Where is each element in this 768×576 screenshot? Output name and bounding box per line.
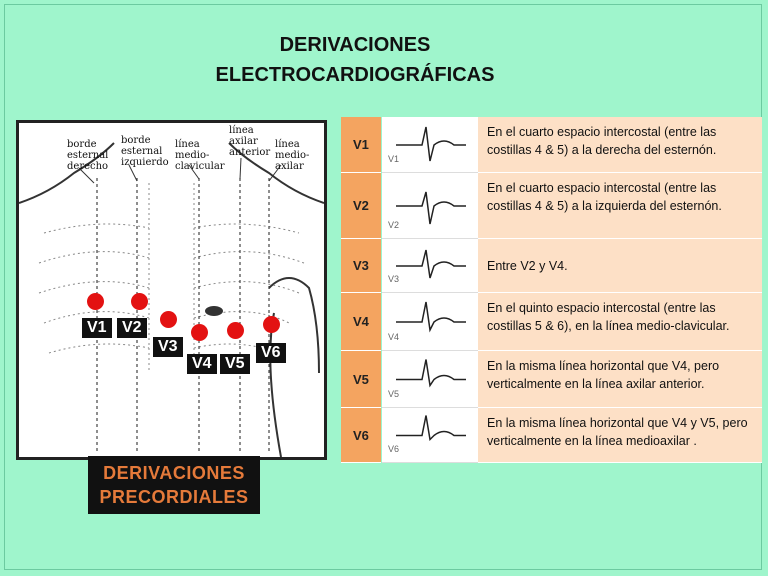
ecg-lead-label: V2 (388, 220, 400, 230)
electrode-v2-dot (131, 293, 148, 310)
ecg-lead-label: V5 (388, 389, 400, 399)
ecg-waveform-icon (396, 249, 466, 279)
ecg-waveform-path (396, 415, 466, 442)
lead-placement-description: En el cuarto espacio intercostal (entre … (478, 173, 762, 239)
electrode-v6-label: V6 (256, 343, 286, 363)
lead-name-cell: V1 (341, 117, 381, 173)
lead-name-cell: V6 (341, 408, 381, 463)
caption-line-1: DERIVACIONES (103, 463, 245, 483)
ecg-waveform-path (396, 359, 466, 388)
ecg-trace-cell: V3 (382, 239, 478, 293)
lead-placement-description: Entre V2 y V4. (478, 239, 762, 293)
slide-title: DERIVACIONES ELECTROCARDIOGRÁFICAS (150, 30, 560, 90)
lead-name-cell: V5 (341, 351, 381, 408)
ecg-waveform-icon (396, 359, 466, 388)
lead-name-cell: V3 (341, 239, 381, 293)
electrode-v3-dot (160, 311, 177, 328)
ecg-trace-cell: V5 (382, 351, 478, 408)
ecg-waveform-path (396, 249, 466, 279)
lead-placement-description: En la misma línea horizontal que V4 y V5… (478, 408, 762, 463)
caption-line-2: PRECORDIALES (99, 487, 249, 507)
electrode-v3-label: V3 (153, 337, 183, 357)
chest-outline (19, 142, 324, 457)
lead-name-cell: V4 (341, 293, 381, 351)
electrode-v1-dot (87, 293, 104, 310)
electrode-v4-dot (191, 324, 208, 341)
ecg-waveform-icon (396, 191, 466, 225)
ecg-trace-cell: V1 (382, 117, 478, 173)
ecg-lead-label: V6 (388, 444, 400, 454)
title-line-1: DERIVACIONES (279, 34, 431, 56)
ecg-trace-cell: V6 (382, 408, 478, 463)
electrode-v1-label: V1 (82, 318, 112, 338)
electrode-v2-label: V2 (117, 318, 147, 338)
ecg-waveform-path (396, 301, 466, 333)
diagram-caption: DERIVACIONES PRECORDIALES (88, 456, 260, 514)
ecg-lead-label: V3 (388, 274, 400, 284)
electrode-v6-dot (263, 316, 280, 333)
lead-placement-description: En el cuarto espacio intercostal (entre … (478, 117, 762, 173)
ecg-trace-cell: V2 (382, 173, 478, 239)
ecg-trace-cell: V4 (382, 293, 478, 351)
title-line-2: ELECTROCARDIOGRÁFICAS (215, 64, 495, 86)
electrode-v4-label: V4 (187, 354, 217, 374)
ecg-waveform-path (396, 191, 466, 225)
ecg-waveform-icon (396, 301, 466, 333)
electrode-v5-dot (227, 322, 244, 339)
ecg-lead-label: V1 (388, 154, 400, 164)
lead-placement-description: En el quinto espacio intercostal (entre … (478, 293, 762, 351)
lead-name-cell: V2 (341, 173, 381, 239)
electrode-v5-label: V5 (220, 354, 250, 374)
lead-placement-description: En la misma línea horizontal que V4, per… (478, 351, 762, 408)
ecg-waveform-icon (396, 415, 466, 442)
ecg-waveform-icon (396, 126, 466, 162)
ecg-waveform-path (396, 126, 466, 162)
ecg-lead-label: V4 (388, 332, 400, 342)
